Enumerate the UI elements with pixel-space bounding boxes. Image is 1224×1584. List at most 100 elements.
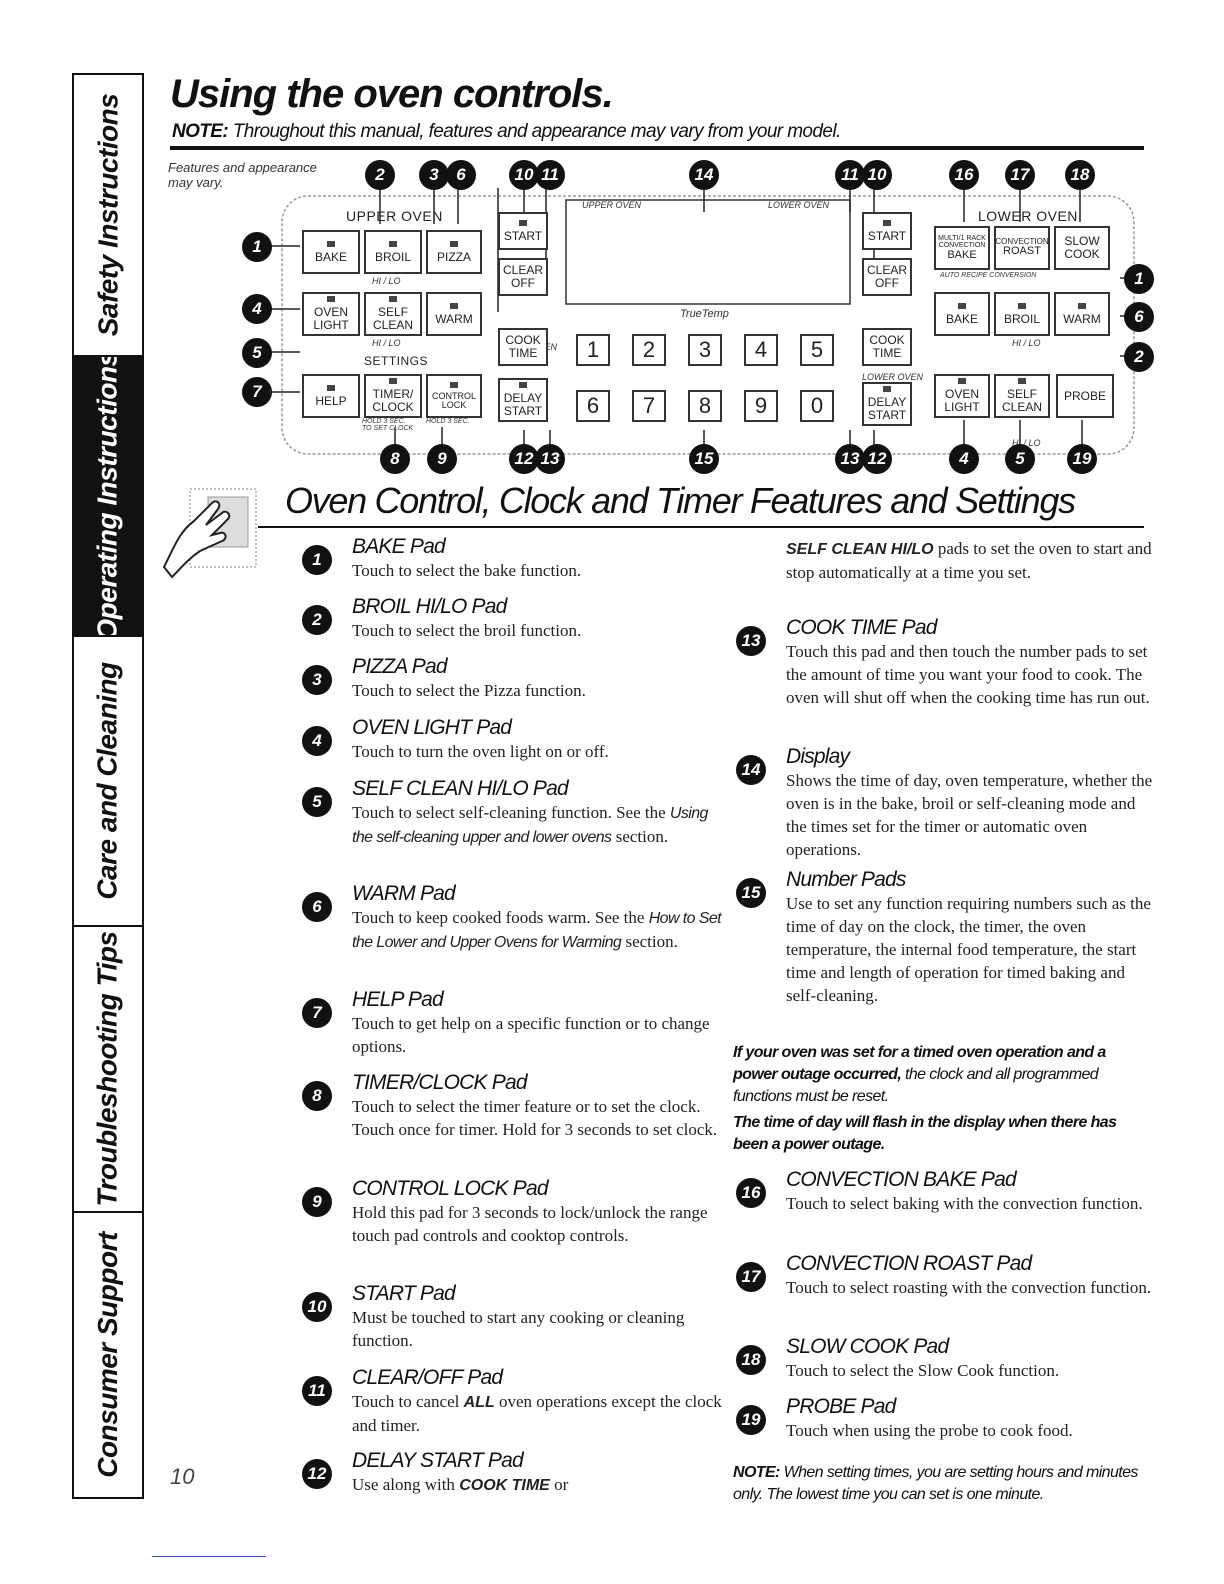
callout-5-lower: 5 — [1005, 444, 1035, 474]
timer-clock-pad[interactable]: Timer/Clock — [364, 374, 422, 418]
convection-roast-pad[interactable]: ConvectionRoast — [994, 226, 1050, 270]
number-pad-8[interactable]: 8 — [688, 390, 722, 422]
upper-clear-off-pad[interactable]: ClearOff — [498, 258, 548, 296]
lower-start-pad[interactable]: Start — [862, 212, 912, 250]
callout-14: 14 — [689, 160, 719, 190]
page-title: Using the oven controls. — [170, 72, 614, 116]
number-pad-6[interactable]: 6 — [576, 390, 610, 422]
broil-pad[interactable]: Broil — [364, 230, 422, 274]
lower-cook-time-pad[interactable]: CookTime — [862, 328, 912, 366]
callout-8: 8 — [380, 444, 410, 474]
feature-number-badge: 5 — [302, 787, 332, 817]
tab-troubleshooting-tips[interactable]: Troubleshooting Tips — [74, 927, 142, 1213]
feature-number-badge: 18 — [736, 1345, 766, 1375]
upper-start-pad[interactable]: Start — [498, 212, 548, 250]
lower-oven-light-pad[interactable]: OvenLight — [934, 374, 990, 418]
feature-number-badge: 13 — [736, 626, 766, 656]
number-pad-1[interactable]: 1 — [576, 334, 610, 366]
feature-number-badge: 2 — [302, 605, 332, 635]
warming-section-ref: How to Set the Lower and Upper Ovens for… — [352, 910, 722, 951]
callout-5: 5 — [242, 338, 272, 368]
lower-clear-off-pad[interactable]: ClearOff — [862, 258, 912, 296]
callout-7: 7 — [242, 377, 272, 407]
header-rule — [170, 146, 1144, 150]
section-rule — [258, 526, 1144, 528]
footer-line — [152, 1556, 266, 1557]
callout-6-lower: 6 — [1124, 302, 1154, 332]
number-pad-4[interactable]: 4 — [744, 334, 778, 366]
number-pad-3[interactable]: 3 — [688, 334, 722, 366]
lower-broil-pad[interactable]: Broil — [994, 292, 1050, 336]
broil-hi-lo-label: Hi / Lo — [372, 276, 401, 286]
lower-warm-pad[interactable]: Warm — [1054, 292, 1110, 336]
display-upper-label: Upper Oven — [582, 200, 642, 210]
callout-13-lower: 13 — [835, 444, 865, 474]
settings-label: Settings — [364, 354, 429, 368]
probe-pad[interactable]: Probe — [1056, 374, 1114, 418]
callout-6: 6 — [446, 160, 476, 190]
feature-number-badge: 3 — [302, 665, 332, 695]
callout-19: 19 — [1067, 444, 1097, 474]
convection-bake-pad[interactable]: Multi/1 RackConvectionBake — [934, 226, 990, 270]
control-lock-pad[interactable]: ControlLock — [426, 374, 482, 418]
callout-2: 2 — [365, 160, 395, 190]
warm-pad[interactable]: Warm — [426, 292, 482, 336]
help-pad[interactable]: Help — [302, 374, 360, 418]
lower-bake-pad[interactable]: Bake — [934, 292, 990, 336]
callout-1: 1 — [242, 232, 272, 262]
feature-number-badge: 16 — [736, 1178, 766, 1208]
callout-17: 17 — [1005, 160, 1035, 190]
tab-safety-instructions[interactable]: Safety Instructions — [74, 75, 142, 357]
auto-recipe-label: Auto Recipe Conversion — [940, 272, 1037, 279]
tab-operating-instructions[interactable]: Operating Instructions — [74, 357, 142, 637]
timer-hold-note: Hold 3 Sec.To Set Clock — [362, 418, 414, 432]
number-pad-7[interactable]: 7 — [632, 390, 666, 422]
feature-number-badge: 17 — [736, 1262, 766, 1292]
callout-9: 9 — [427, 444, 457, 474]
pizza-pad[interactable]: Pizza — [426, 230, 482, 274]
feature-clear-off-pad: 11 CLEAR/OFF Pad Touch to cancel ALL ove… — [302, 1366, 722, 1437]
hand-touch-icon — [162, 488, 257, 579]
upper-cook-time-pad[interactable]: CookTime — [498, 328, 548, 366]
page-number: 10 — [170, 1464, 195, 1489]
number-pad-0[interactable]: 0 — [800, 390, 834, 422]
feature-number-badge: 7 — [302, 998, 332, 1028]
tab-consumer-support[interactable]: Consumer Support — [92, 1232, 123, 1478]
callout-1-lower: 1 — [1124, 264, 1154, 294]
number-pad-9[interactable]: 9 — [744, 390, 778, 422]
number-pad-5[interactable]: 5 — [800, 334, 834, 366]
self-clean-pad[interactable]: SelfClean — [364, 292, 422, 336]
lower-delay-start-pad[interactable]: DelayStart — [862, 382, 912, 426]
bake-pad[interactable]: Bake — [302, 230, 360, 274]
callout-11-lower: 11 — [835, 160, 865, 190]
upper-oven-label: Upper Oven — [346, 208, 443, 224]
feature-number-badge: 11 — [302, 1376, 332, 1406]
upper-delay-start-pad[interactable]: DelayStart — [498, 378, 548, 422]
number-pad-2[interactable]: 2 — [632, 334, 666, 366]
lower-self-clean-pad[interactable]: SelfClean — [994, 374, 1050, 418]
self-clean-hi-lo-label: Hi / Lo — [372, 338, 401, 348]
callout-2-lower: 2 — [1124, 342, 1154, 372]
callout-12-lower: 12 — [862, 444, 892, 474]
callout-4: 4 — [242, 294, 272, 324]
feature-delay-start-pad: 12 DELAY START Pad Use along with COOK T… — [302, 1449, 722, 1497]
feature-number-badge: 12 — [302, 1459, 332, 1489]
tab-care-and-cleaning[interactable]: Care and Cleaning — [74, 637, 142, 927]
feature-number-badge: 15 — [736, 878, 766, 908]
oven-light-pad[interactable]: OvenLight — [302, 292, 360, 336]
feature-number-badge: 19 — [736, 1405, 766, 1435]
lower-self-clean-hi-lo-label: Hi / Lo — [1012, 438, 1041, 448]
